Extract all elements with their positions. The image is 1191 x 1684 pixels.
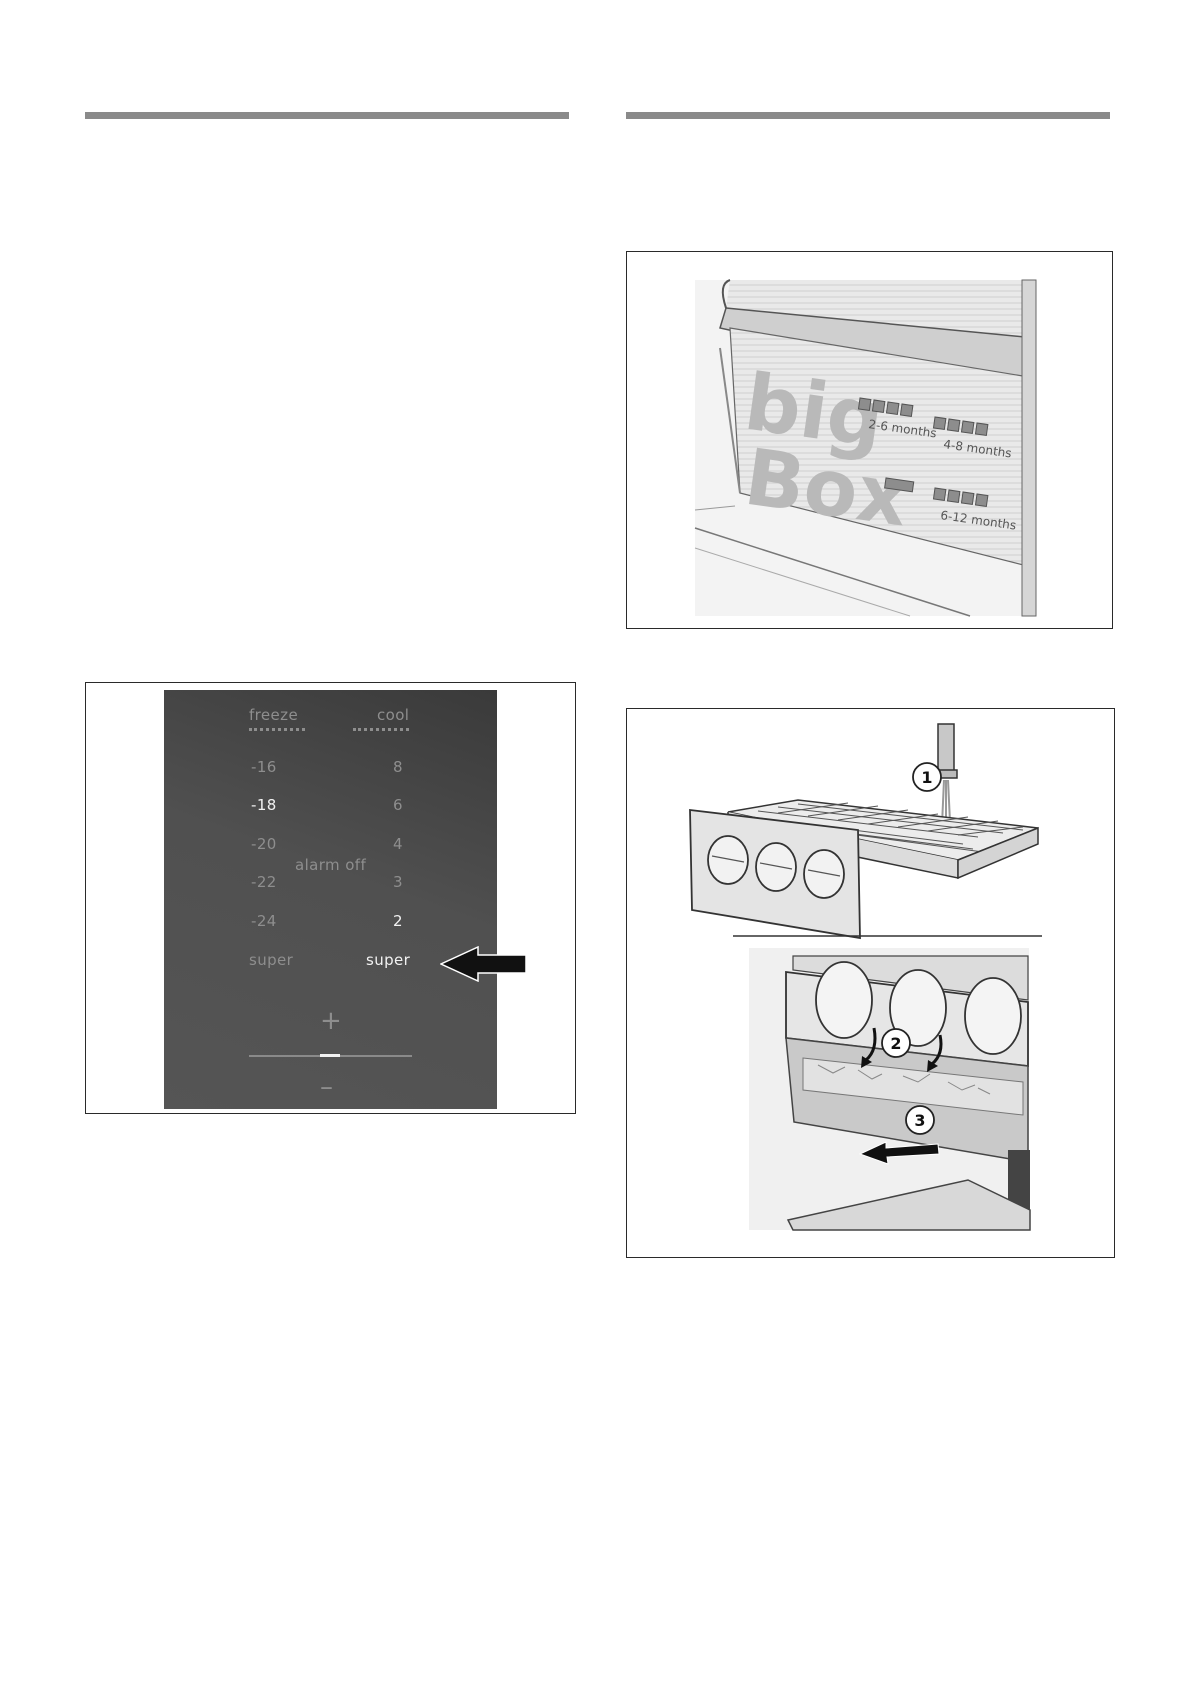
freeze-value-selected: -18 <box>251 796 277 814</box>
freeze-value: -16 <box>251 758 277 776</box>
freeze-value: -20 <box>251 835 277 853</box>
cool-super-button[interactable]: super <box>366 951 411 969</box>
alarm-off-button[interactable]: alarm off <box>295 856 367 874</box>
bigbox-drawer-illustration: big Box 2-6 months 4-8 months 6-12 month… <box>694 279 1037 617</box>
control-panel: freeze cool -16 -18 -20 -22 -24 8 6 4 3 … <box>164 690 497 1109</box>
pointer-arrow-icon <box>440 946 527 982</box>
cool-value: 4 <box>393 835 403 853</box>
cool-label[interactable]: cool <box>377 706 410 724</box>
level-bar-marker <box>320 1054 340 1057</box>
left-section-rule <box>85 112 569 119</box>
step-1-label: 1 <box>921 768 932 787</box>
step-3-label: 3 <box>914 1111 925 1130</box>
step-2-label: 2 <box>890 1034 901 1053</box>
cool-value: 8 <box>393 758 403 776</box>
cool-value-selected: 2 <box>393 912 403 930</box>
right-section-rule <box>626 112 1110 119</box>
cool-value: 6 <box>393 796 403 814</box>
plus-button[interactable]: + <box>320 1006 342 1036</box>
freeze-value: -24 <box>251 912 277 930</box>
cool-underline <box>353 728 409 731</box>
minus-button[interactable]: – <box>320 1072 333 1102</box>
bigbox-brand-text: big <box>739 358 889 466</box>
freeze-super-button[interactable]: super <box>249 951 294 969</box>
freeze-underline <box>249 728 305 731</box>
icemaker-illustration: 1 2 3 <box>689 723 1042 1231</box>
freeze-label[interactable]: freeze <box>249 706 299 724</box>
freeze-value: -22 <box>251 873 277 891</box>
cool-value: 3 <box>393 873 403 891</box>
